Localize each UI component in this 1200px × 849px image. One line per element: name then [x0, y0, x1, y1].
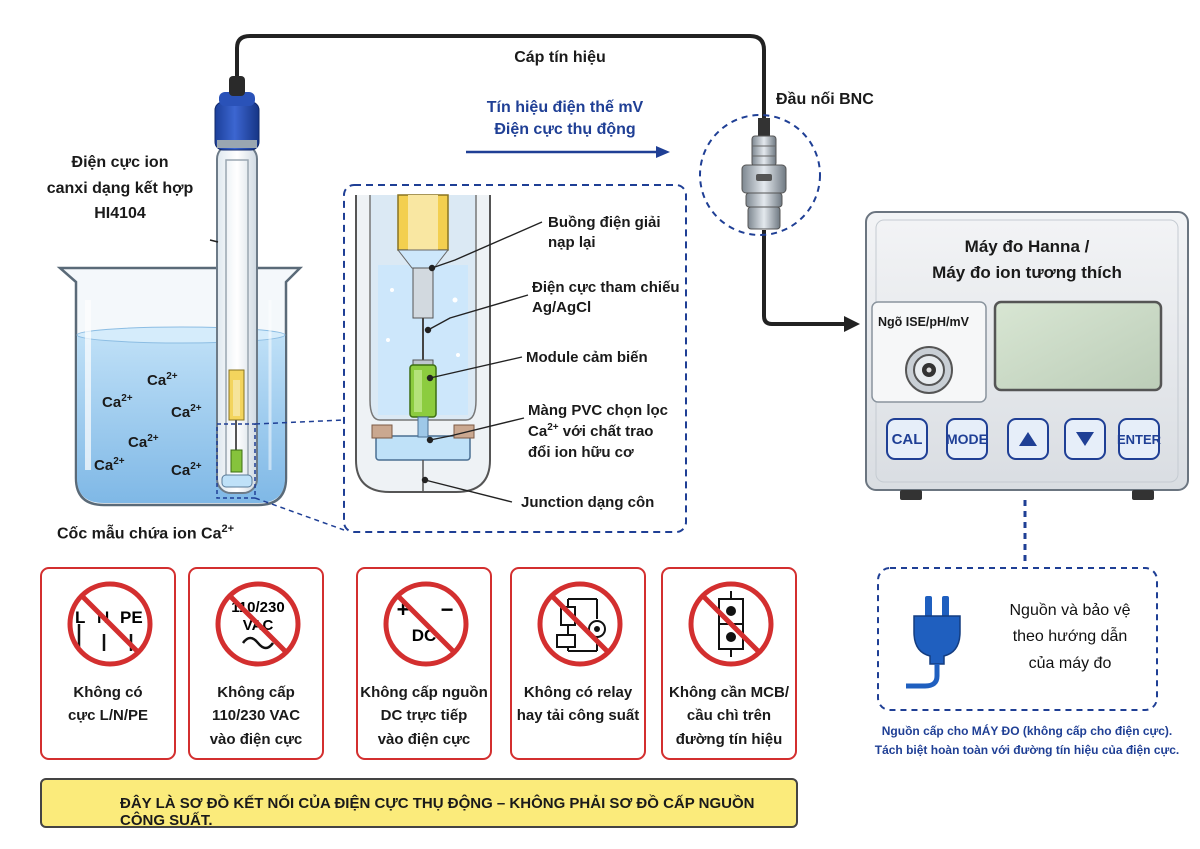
power-box-text: Nguồn và bảo vệ theo hướng dẫn của máy đ… — [1009, 602, 1131, 672]
cal-button[interactable]: CAL — [886, 418, 928, 460]
svg-text:PE: PE — [120, 608, 143, 627]
callout-pvc-membrane: Màng PVC chọn lọc Ca2+ với chất trao đổi… — [528, 402, 669, 461]
svg-text:−: − — [441, 597, 454, 622]
warning-text: ĐÂY LÀ SƠ ĐỒ KẾT NỐI CỦA ĐIỆN CỰC THỤ ĐỘ… — [120, 795, 755, 829]
dc-source-icon: + − DC — [383, 581, 469, 667]
signal-mv-line1: Tín hiệu điện thế mV — [486, 99, 644, 116]
mcb-fuse-icon — [688, 581, 774, 667]
enter-button[interactable]: ENTER — [1117, 418, 1161, 460]
bnc-input-jack-icon — [905, 346, 953, 394]
prohibition-card-lnpe: L N PE Không có cực L/N/PE — [40, 567, 176, 760]
signal-mv-line2: Điện cực thụ động — [494, 120, 636, 138]
meter-title: Máy đo Hanna / Máy đo ion tương thích — [932, 237, 1122, 283]
signal-mv-label: Tín hiệu điện thế mV Điện cực thụ động — [470, 97, 660, 140]
down-arrow-button[interactable] — [1064, 418, 1106, 460]
warning-bar: ĐÂY LÀ SƠ ĐỒ KẾT NỐI CỦA ĐIỆN CỰC THỤ ĐỘ… — [40, 778, 798, 829]
lcd-display — [993, 300, 1163, 392]
bnc-label: Đầu nối BNC — [776, 91, 874, 108]
beaker-caption: Cốc mẫu chứa ion Ca2+ — [57, 523, 235, 543]
callout-reference-electrode: Điện cực tham chiếu Ag/AgCl — [532, 279, 680, 317]
callout-refill-chamber: Buồng điện giải nạp lại — [548, 214, 661, 252]
ion-label: Ca2+ — [128, 433, 159, 451]
power-note: Nguồn cấp cho MÁY ĐO (không cấp cho điện… — [874, 724, 1180, 758]
callout-leaders — [421, 221, 543, 503]
bnc-highlight-circle — [699, 114, 821, 236]
power-plug-icon — [906, 596, 961, 689]
hanna-meter — [865, 211, 1189, 500]
prohibition-text: Không có — [73, 684, 143, 701]
ion-label: Ca2+ — [102, 393, 133, 411]
callout-sensor-module: Module cảm biến — [526, 349, 648, 366]
bnc-connector-icon — [741, 118, 787, 230]
meter-cable — [762, 230, 846, 326]
electrode-cross-section — [355, 194, 491, 493]
electrode-label-line1: Điện cực ion — [71, 154, 169, 171]
svg-text:L: L — [75, 608, 85, 627]
relay-load-icon — [537, 581, 623, 667]
down-arrow-icon — [1076, 432, 1094, 446]
up-arrow-icon — [1019, 432, 1037, 446]
callout-junction: Junction dạng côn — [521, 494, 655, 511]
ac-voltage-icon: 110/230 VAC — [215, 581, 301, 667]
prohibition-text: cực L/N/PE — [67, 707, 149, 725]
ion-label: Ca2+ — [171, 461, 202, 479]
ion-label: Ca2+ — [94, 456, 125, 474]
signal-cable — [235, 34, 766, 118]
ion-label: Ca2+ — [147, 371, 178, 389]
electrode-label: Điện cực ion canxi dạng kết hợp HI4104 — [30, 150, 210, 227]
calcium-ion-electrode — [214, 76, 260, 494]
electrode-label-line3: HI4104 — [94, 205, 146, 223]
electrode-label-line2: canxi dạng kết hợp — [46, 179, 194, 197]
meter-input-label: Ngõ ISE/pH/mV — [878, 315, 969, 329]
meter-cable-arrowhead — [844, 316, 860, 332]
ion-label: Ca2+ — [171, 403, 202, 421]
mode-button[interactable]: MODE — [946, 418, 988, 460]
signal-cable-label: Cáp tín hiệu — [514, 49, 606, 66]
up-arrow-button[interactable] — [1007, 418, 1049, 460]
lnpe-terminals-icon: L N PE — [67, 581, 153, 667]
